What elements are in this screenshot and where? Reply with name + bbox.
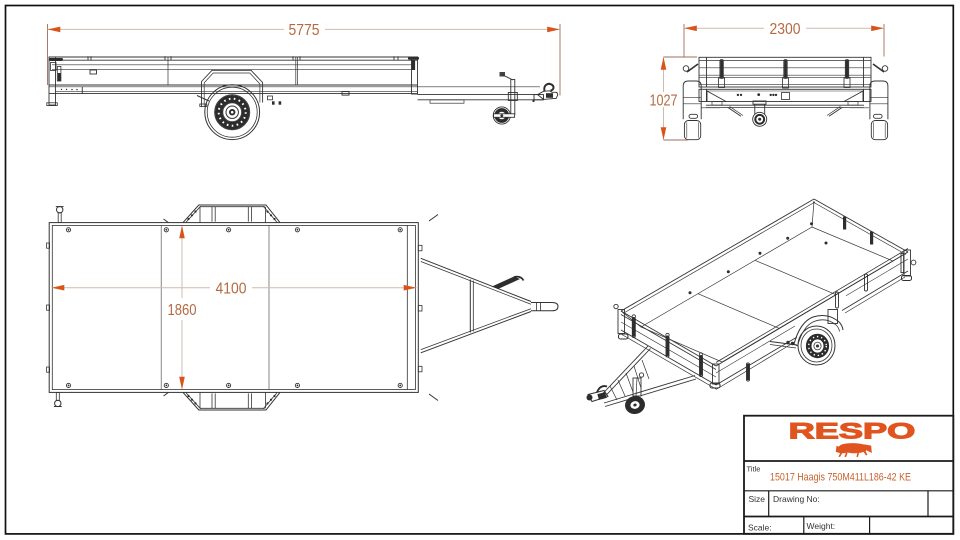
- svg-text:1027: 1027: [650, 92, 678, 109]
- svg-text:Drawing No:: Drawing No:: [773, 494, 820, 504]
- svg-text:4100: 4100: [216, 281, 247, 298]
- svg-text:Title: Title: [747, 465, 761, 474]
- svg-text:Scale:: Scale:: [748, 523, 772, 533]
- svg-text:15017 Haagis 750M411L186-42 KE: 15017 Haagis 750M411L186-42 KE: [770, 472, 911, 484]
- svg-text:Size: Size: [749, 494, 766, 504]
- svg-text:RESPO: RESPO: [789, 419, 916, 444]
- svg-text:2300: 2300: [770, 21, 801, 38]
- svg-text:1860: 1860: [168, 302, 197, 319]
- svg-text:5775: 5775: [289, 22, 320, 39]
- svg-text:Weight:: Weight:: [807, 521, 836, 531]
